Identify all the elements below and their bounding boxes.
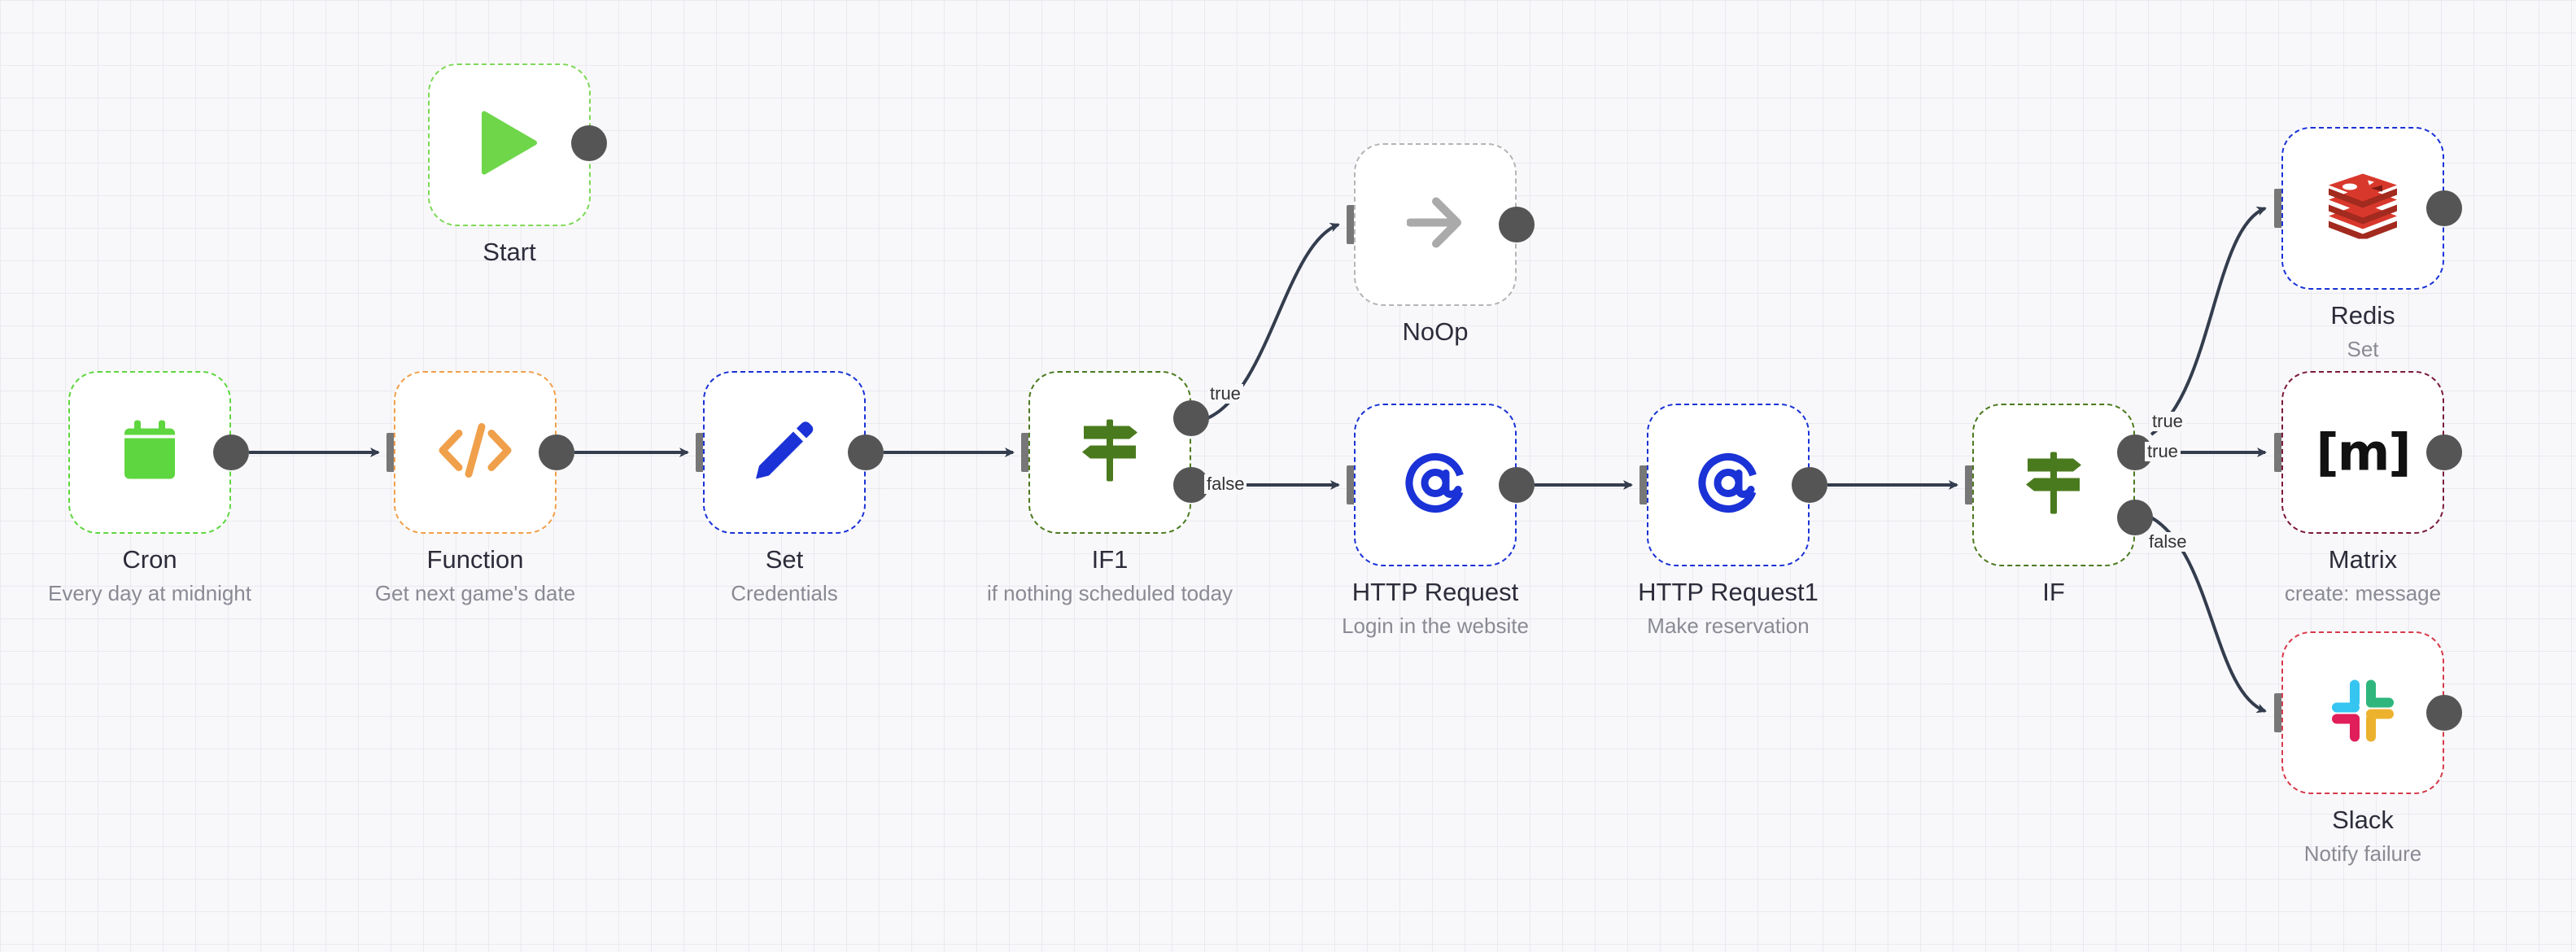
set-output-port[interactable]	[848, 435, 884, 470]
start-output-port[interactable]	[571, 125, 607, 161]
redis-output-port[interactable]	[2426, 190, 2462, 226]
node-noop-title: NoOp	[1402, 317, 1469, 346]
node-start-title: Start	[482, 238, 536, 266]
pen-icon	[753, 419, 816, 487]
edge-if-redis[interactable]	[2150, 206, 2267, 436]
if1-true-output-port[interactable]	[1173, 400, 1209, 436]
slack-output-port[interactable]	[2426, 695, 2462, 731]
if-true-redis-label: true	[2150, 412, 2185, 431]
function-output-port[interactable]	[539, 435, 574, 470]
calendar-icon	[123, 420, 177, 485]
node-http-request1[interactable]	[1647, 404, 1810, 566]
node-redis-subtitle: Set	[2347, 337, 2379, 361]
node-start[interactable]	[428, 63, 591, 226]
node-redis[interactable]	[2281, 127, 2444, 290]
node-http1-subtitle: Make reservation	[1647, 614, 1810, 638]
if1-false-label: false	[1204, 474, 1247, 494]
node-slack-title: Slack	[2332, 806, 2394, 834]
node-cron-title: Cron	[122, 545, 177, 574]
node-cron-subtitle: Every day at midnight	[47, 581, 251, 605]
node-if-title: IF	[2042, 578, 2065, 606]
play-icon	[481, 111, 538, 180]
node-function-subtitle: Get next game's date	[374, 581, 576, 605]
node-noop[interactable]	[1354, 143, 1517, 306]
node-function-title: Function	[426, 545, 524, 574]
node-if1-title: IF1	[1091, 545, 1129, 574]
matrix-icon: [m]	[2316, 422, 2411, 483]
http1-output-port[interactable]	[1792, 467, 1827, 503]
signpost-icon	[1081, 419, 1139, 486]
node-slack-subtitle: Notify failure	[2303, 841, 2422, 866]
cron-output-port[interactable]	[213, 435, 249, 470]
http-output-port[interactable]	[1499, 467, 1535, 503]
node-http1-title: HTTP Request1	[1638, 578, 1818, 606]
if-false-label: false	[2146, 532, 2190, 552]
node-matrix-subtitle: create: message	[2284, 581, 2442, 605]
node-function[interactable]	[394, 371, 557, 534]
noop-output-port[interactable]	[1499, 207, 1535, 242]
node-if1[interactable]	[1028, 371, 1191, 534]
if1-false-output-port[interactable]	[1173, 467, 1209, 503]
node-http-title: HTTP Request	[1351, 578, 1519, 606]
node-if[interactable]	[1972, 404, 2135, 566]
redis-icon	[2325, 173, 2400, 243]
node-http-subtitle: Login in the website	[1342, 614, 1529, 638]
arrow-right-icon	[1406, 197, 1464, 253]
if1-true-label: true	[1207, 384, 1243, 404]
slack-icon	[2327, 675, 2399, 751]
at-icon	[1404, 452, 1466, 518]
at-icon	[1697, 452, 1759, 518]
node-matrix-title: Matrix	[2328, 545, 2398, 574]
node-if1-subtitle: if nothing scheduled today	[986, 581, 1233, 605]
node-http-request[interactable]	[1354, 404, 1517, 566]
signpost-icon	[2024, 452, 2083, 518]
code-icon	[438, 422, 513, 483]
node-slack[interactable]	[2281, 631, 2444, 794]
node-set-subtitle: Credentials	[731, 581, 838, 605]
matrix-output-port[interactable]	[2426, 435, 2462, 470]
if-false-output-port[interactable]	[2117, 500, 2153, 535]
if-true-matrix-label: true	[2145, 442, 2181, 461]
node-redis-title: Redis	[2330, 301, 2395, 330]
node-cron[interactable]	[68, 371, 231, 534]
node-matrix[interactable]: [m]	[2281, 371, 2444, 534]
node-set[interactable]	[703, 371, 866, 534]
node-set-title: Set	[765, 545, 804, 574]
